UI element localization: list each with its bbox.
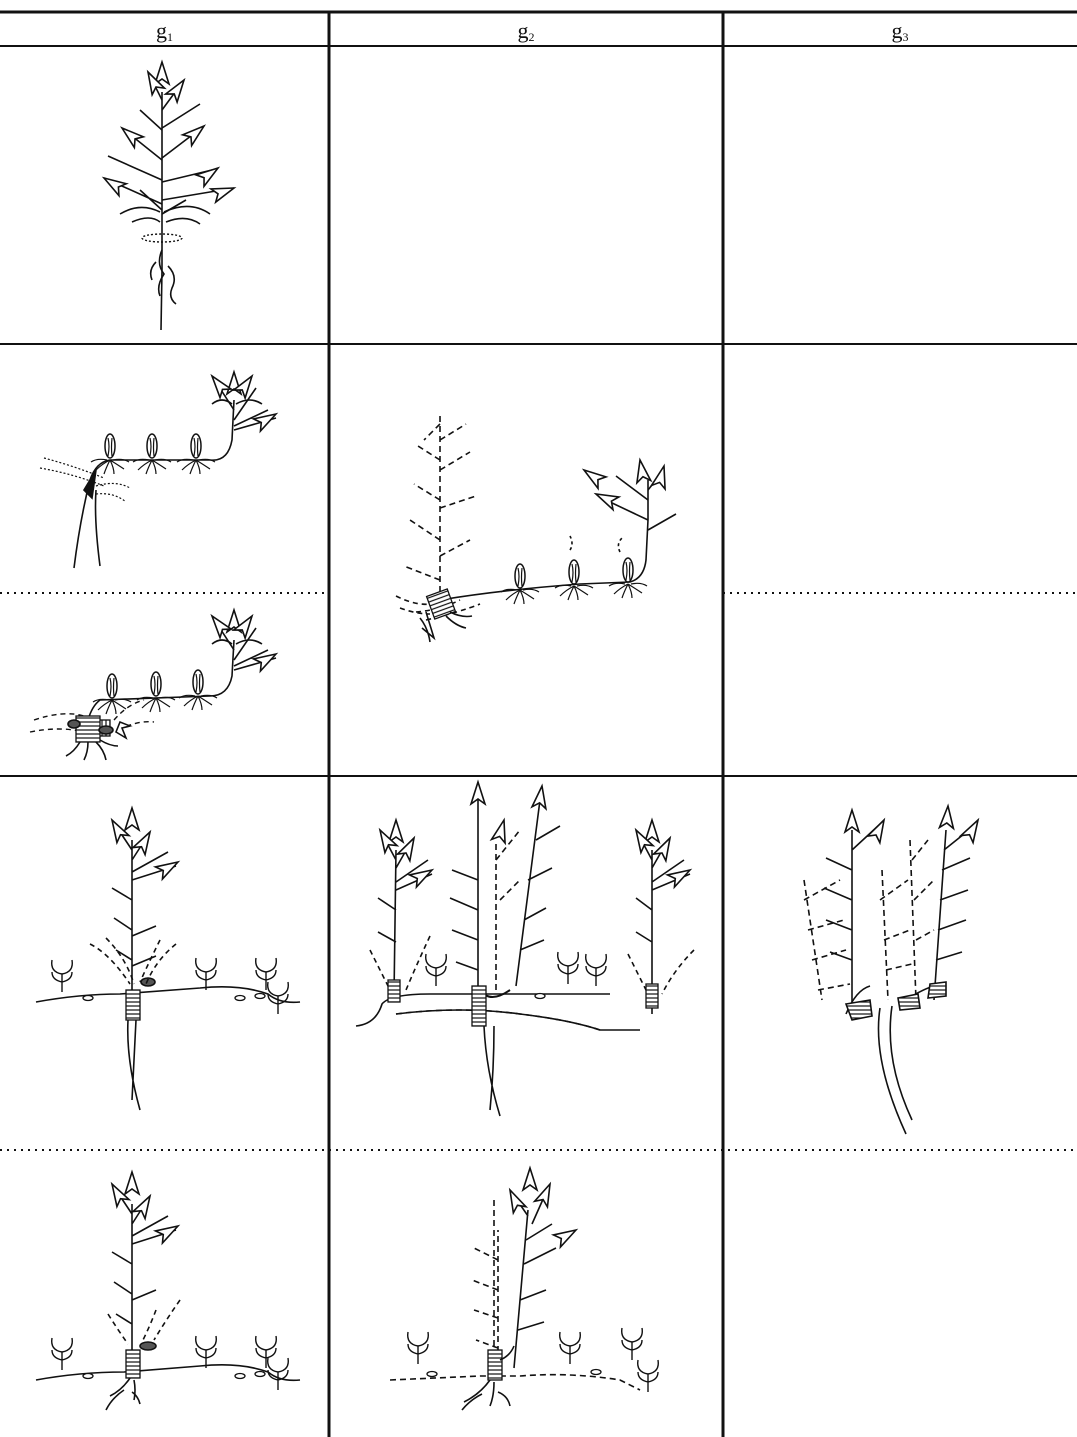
drawing-g2-row3-top (356, 782, 694, 1116)
drawing-g3-row3 (804, 806, 984, 1134)
drawing-g2-row2 (396, 416, 676, 642)
drawing-g2-row3-bottom (390, 1168, 658, 1410)
drawing-g1-row3-top (36, 808, 300, 1110)
drawing-g1-row2-top (40, 372, 280, 568)
drawing-g1-row1 (100, 62, 236, 330)
drawing-g1-row3-bottom (36, 1172, 300, 1410)
drawing-g1-row2-bottom (30, 610, 280, 760)
